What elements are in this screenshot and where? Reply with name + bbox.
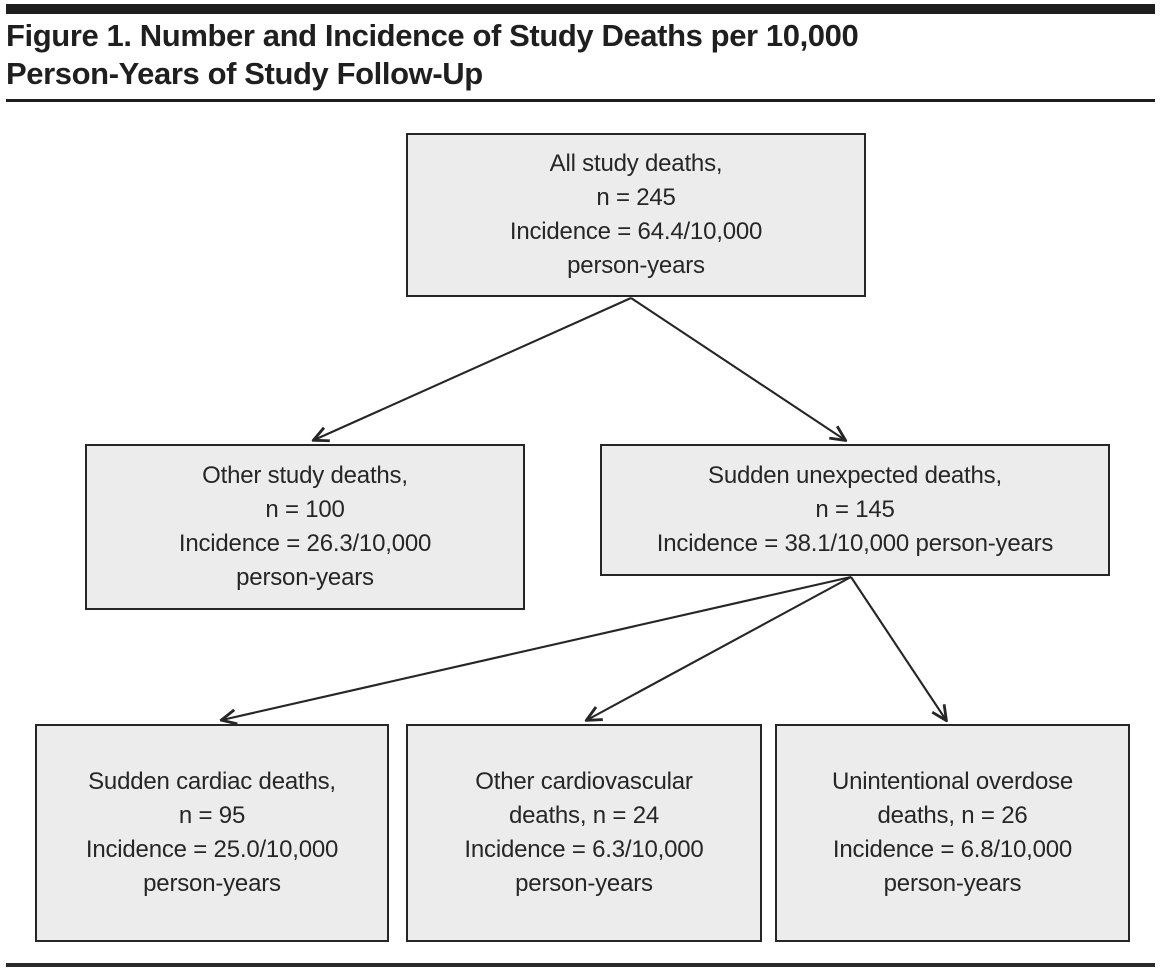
arrow-all-to-sudden-unexpected	[630, 297, 845, 440]
node-text-line: Unintentional overdose	[831, 768, 1074, 795]
node-unintentional-overdose-deaths: Unintentional overdose deaths, n = 26 In…	[775, 724, 1130, 942]
node-text-line: person-years	[143, 870, 281, 897]
node-text-line: Incidence = 6.8/10,000	[832, 836, 1073, 863]
node-text-line: Other cardiovascular	[475, 768, 693, 795]
node-text-line: Incidence = 26.3/10,000	[178, 530, 432, 557]
node-other-study-deaths: Other study deaths, n = 100 Incidence = …	[85, 444, 525, 610]
bottom-rule	[6, 963, 1155, 967]
arrow-all-to-other-study-deaths	[314, 297, 632, 440]
node-text-line: Incidence = 64.4/10,000	[509, 218, 763, 245]
arrow-sudden-to-other-cardiovascular	[587, 576, 852, 720]
node-text-line: Incidence = 6.3/10,000	[464, 836, 704, 863]
figure-title-line-1: Figure 1. Number and Incidence of Study …	[6, 18, 859, 53]
figure-title: Figure 1. Number and Incidence of Study …	[6, 17, 1155, 93]
figure-title-line-2: Person-Years of Study Follow-Up	[6, 56, 483, 91]
node-sudden-unexpected-deaths: Sudden unexpected deaths, n = 145 Incide…	[600, 444, 1110, 576]
node-text-line: Sudden unexpected deaths,	[708, 462, 1002, 489]
node-text-line: n = 95	[178, 802, 246, 829]
node-text-line: Incidence = 25.0/10,000	[85, 836, 339, 863]
node-text-line: n = 100	[265, 496, 345, 523]
node-text-line: Sudden cardiac deaths,	[88, 768, 336, 795]
node-text-line: Incidence = 38.1/10,000 person-years	[656, 530, 1054, 557]
node-text-line: deaths, n = 24	[509, 802, 659, 829]
node-text-line: person-years	[236, 564, 374, 591]
node-all-study-deaths: All study deaths, n = 245 Incidence = 64…	[406, 133, 866, 297]
node-text-line: Other study deaths,	[202, 462, 408, 489]
node-text-line: n = 145	[815, 496, 895, 523]
arrow-sudden-to-unintentional-overdose	[850, 576, 946, 720]
node-text-line: n = 245	[596, 184, 676, 211]
node-text-line: All study deaths,	[549, 150, 723, 177]
node-other-cardiovascular-deaths: Other cardiovascular deaths, n = 24 Inci…	[406, 724, 762, 942]
top-rule	[6, 4, 1155, 14]
node-text-line: deaths, n = 26	[877, 802, 1028, 829]
node-text-line: person-years	[567, 252, 705, 279]
node-text-line: person-years	[883, 870, 1022, 897]
title-divider-rule	[6, 99, 1155, 102]
node-text-line: person-years	[515, 870, 653, 897]
node-sudden-cardiac-deaths: Sudden cardiac deaths, n = 95 Incidence …	[35, 724, 389, 942]
